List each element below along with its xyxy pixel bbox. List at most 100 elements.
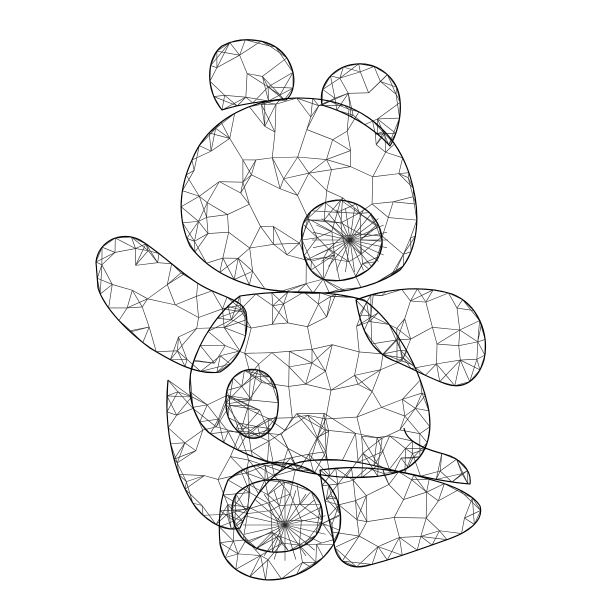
mesh-edge xyxy=(258,364,262,383)
mesh-edge xyxy=(312,98,320,106)
mesh-edge xyxy=(272,156,298,159)
mesh-edge xyxy=(350,114,354,117)
mesh-edge xyxy=(343,63,359,68)
mesh-edge xyxy=(382,236,404,255)
mesh-edge xyxy=(355,203,360,214)
mesh-edge xyxy=(323,413,356,434)
mesh-edge xyxy=(240,309,252,329)
mesh-edge xyxy=(456,459,469,484)
mesh-edge xyxy=(284,481,297,484)
mesh-edge xyxy=(177,350,188,360)
mesh-edge xyxy=(421,392,430,411)
mesh-edge xyxy=(279,178,284,189)
mesh-fan-edge xyxy=(321,218,351,241)
mesh-edge xyxy=(170,336,179,360)
mesh-edge xyxy=(249,271,253,286)
mesh-edge xyxy=(274,475,291,495)
mesh-edge xyxy=(310,269,324,280)
mesh-edge xyxy=(331,495,337,500)
mesh-edge xyxy=(311,344,333,350)
mesh-edge xyxy=(312,98,329,102)
mesh-edge xyxy=(448,292,458,309)
mesh-edge xyxy=(329,475,346,478)
mesh-edge xyxy=(222,232,229,259)
mesh-edge xyxy=(388,201,394,218)
mesh-edge xyxy=(294,460,311,464)
mesh-edge xyxy=(310,438,318,461)
mesh-edge xyxy=(462,299,474,311)
mesh-edge xyxy=(247,467,251,493)
mesh-edge xyxy=(272,550,289,553)
mesh-edge xyxy=(239,405,249,434)
mesh-edge xyxy=(250,450,253,457)
mesh-edge xyxy=(260,555,269,560)
mesh-edge xyxy=(101,264,113,285)
mesh-edge xyxy=(324,484,339,502)
mesh-edge xyxy=(436,329,460,345)
mesh-edge xyxy=(235,555,261,570)
mesh-fan-edge xyxy=(349,239,384,256)
mesh-edge xyxy=(192,408,204,431)
mesh-edge xyxy=(170,442,185,444)
mesh-edge xyxy=(311,344,333,364)
mesh-edge xyxy=(251,324,273,329)
mesh-edge xyxy=(354,369,381,376)
mesh-edge xyxy=(258,479,266,494)
mesh-edge xyxy=(289,351,313,364)
mesh-edge xyxy=(231,309,241,320)
mesh-edge xyxy=(247,408,269,419)
mesh-edge xyxy=(244,370,270,378)
mesh-edge xyxy=(273,226,300,244)
mesh-edge xyxy=(240,192,250,205)
mesh-edge xyxy=(396,318,405,329)
mesh-edge xyxy=(461,524,475,534)
mesh-edge xyxy=(402,357,412,369)
mesh-edge xyxy=(382,339,398,356)
mesh-edge xyxy=(398,172,409,174)
mesh-edge xyxy=(216,42,230,52)
mesh-edge xyxy=(96,264,103,279)
mesh-fan-edge xyxy=(349,239,372,267)
mesh-edge xyxy=(388,324,399,338)
mesh-edge xyxy=(210,433,224,443)
mesh-edge xyxy=(268,417,293,419)
mesh-edge xyxy=(477,324,482,342)
mesh-edge xyxy=(200,363,231,372)
mesh-edge xyxy=(268,441,274,463)
mesh-edge xyxy=(344,105,350,110)
mesh-edge xyxy=(219,258,239,273)
mesh-edge xyxy=(367,467,383,470)
mesh-edge xyxy=(199,196,208,203)
mesh-edge xyxy=(425,375,440,382)
mesh-edge xyxy=(95,261,102,266)
mesh-edge xyxy=(208,231,229,234)
mesh-edge xyxy=(377,438,383,465)
mesh-edge xyxy=(383,471,399,474)
mesh-edge xyxy=(439,381,455,386)
mesh-edge xyxy=(283,291,289,305)
mesh-edge xyxy=(382,337,399,355)
mesh-edge xyxy=(330,294,336,297)
mesh-edge xyxy=(355,433,359,463)
mesh-edge xyxy=(194,233,209,242)
mesh-edge xyxy=(303,520,323,546)
mesh-edge xyxy=(227,467,248,481)
mesh-edge xyxy=(373,294,382,296)
mesh-edge xyxy=(311,349,326,372)
mesh-edge xyxy=(307,202,326,219)
mesh-edge xyxy=(399,537,403,556)
mesh-edge xyxy=(299,243,307,261)
mesh-edge xyxy=(330,296,354,298)
mesh-edge xyxy=(356,407,382,418)
mesh-edge xyxy=(234,270,253,280)
mesh-edge xyxy=(371,546,379,565)
mesh-edge xyxy=(341,535,360,562)
mesh-edge xyxy=(289,348,313,352)
mesh-edge xyxy=(464,510,481,519)
snout xyxy=(300,199,383,282)
mesh-edge xyxy=(331,531,360,537)
mesh-edge xyxy=(186,221,199,239)
mesh-edge xyxy=(127,298,148,309)
mesh-edge xyxy=(371,391,382,408)
mesh-edge xyxy=(185,159,193,176)
